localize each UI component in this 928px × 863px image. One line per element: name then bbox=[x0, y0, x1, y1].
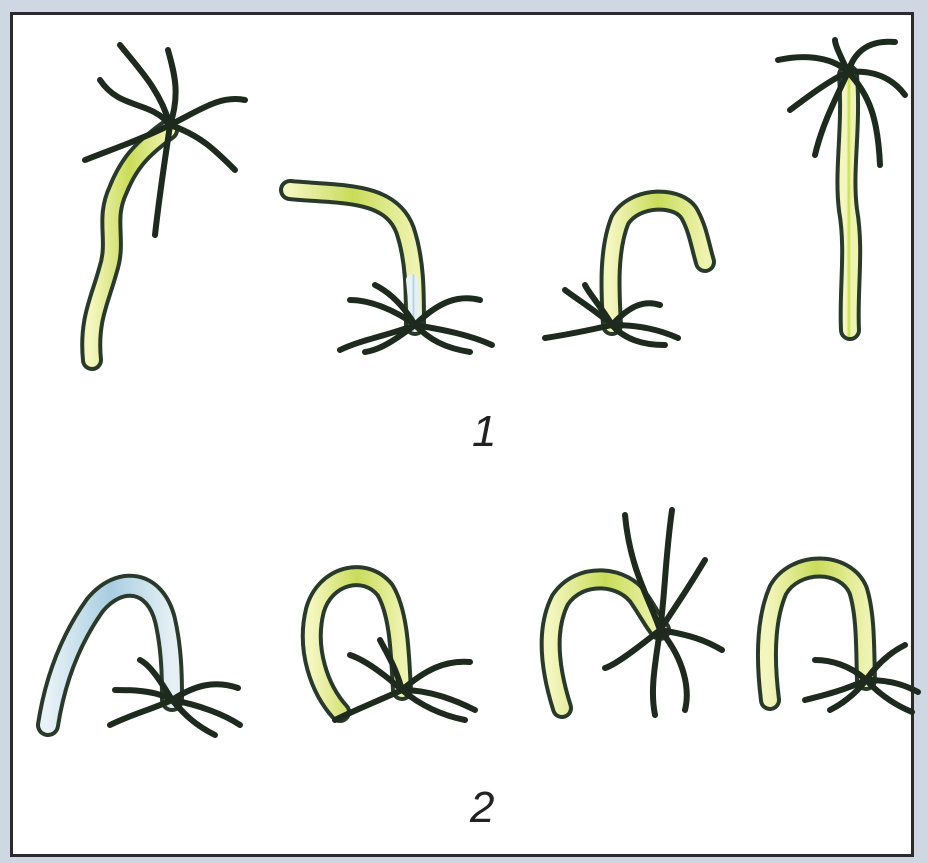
hydra-row1-1 bbox=[85, 45, 245, 360]
row-label-1: 1 bbox=[472, 410, 496, 454]
hydra-row1-3 bbox=[545, 201, 705, 345]
hydra-row1-2 bbox=[290, 190, 492, 352]
hydra-row2-1 bbox=[48, 586, 240, 735]
hydra-row2-4 bbox=[767, 568, 918, 713]
row-label-2: 2 bbox=[470, 786, 494, 830]
hydra-row2-2 bbox=[312, 576, 475, 720]
hydra-row1-4 bbox=[778, 40, 905, 330]
hydra-row2-3 bbox=[551, 510, 722, 715]
tentacles-icon bbox=[605, 510, 722, 715]
